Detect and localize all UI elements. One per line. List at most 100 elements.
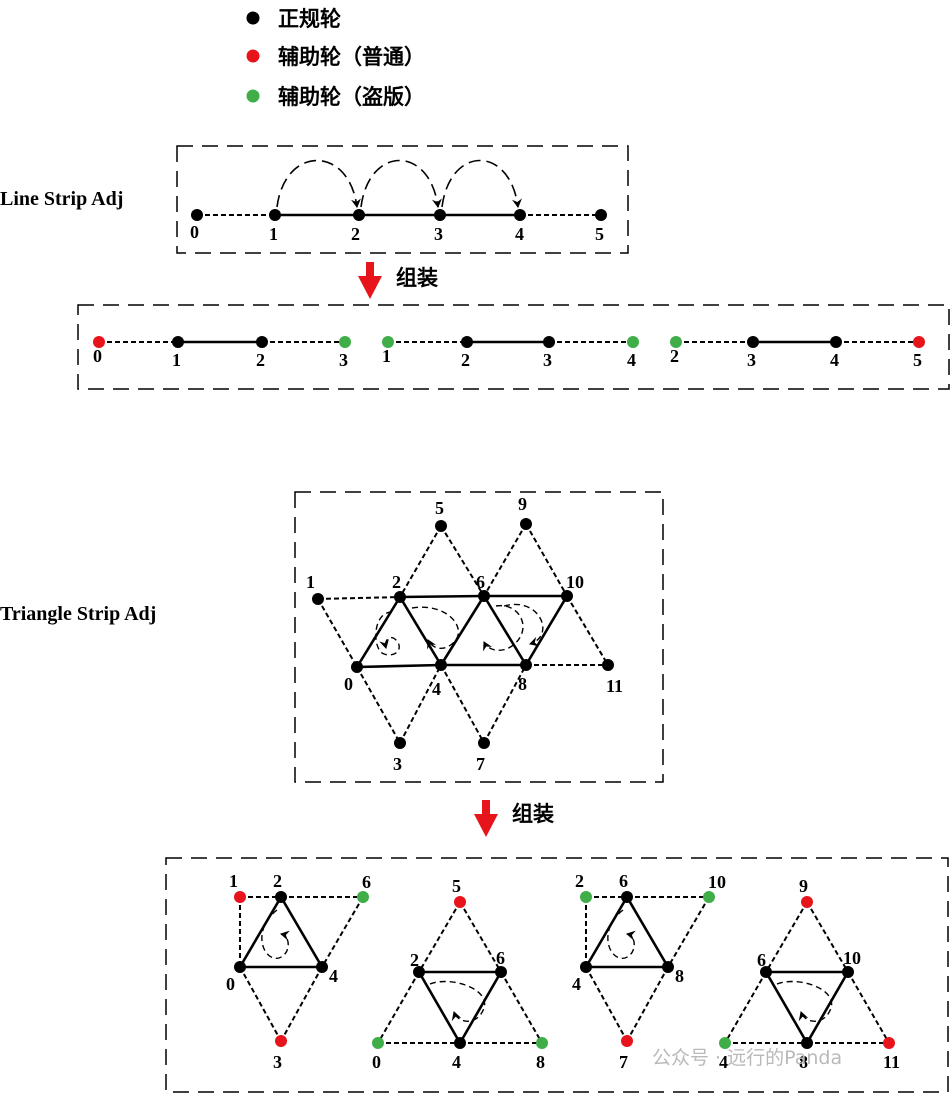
triangle-strip-output-vertex — [275, 1035, 287, 1047]
line-strip-vertex — [353, 209, 365, 221]
triangle-strip-output-edge-adjacent — [377, 971, 420, 1044]
triangle-strip-output-label: 8 — [799, 1052, 808, 1072]
line-strip-output-vertex — [382, 336, 394, 348]
triangle-strip-output-label: 4 — [719, 1052, 728, 1072]
triangle-strip-output-vertex — [275, 891, 287, 903]
triangle-strip-edge-main — [398, 596, 443, 666]
triangle-strip-output-winding-curve — [261, 909, 290, 959]
triangle-strip-winding-curve — [411, 606, 459, 650]
triangle-strip-vertex — [394, 591, 406, 603]
triangle-strip-output-label: 6 — [496, 948, 505, 968]
triangle-strip-output-vertex — [357, 891, 369, 903]
line-strip-output-label: 2 — [670, 346, 679, 366]
triangle-strip-vertex-label: 6 — [476, 572, 485, 592]
triangle-strip-output-label: 8 — [675, 966, 684, 986]
triangle-strip-edge-main — [355, 596, 402, 668]
legend: 正规轮 辅助轮（普通） 辅助轮（盗版） — [246, 7, 425, 109]
triangle-strip-edge-main — [524, 595, 569, 666]
line-strip-output-vertex — [461, 336, 473, 348]
triangle-strip-output-label: 3 — [273, 1052, 282, 1072]
line-strip-output-label: 2 — [461, 350, 470, 370]
triangle-strip-output-label: 11 — [883, 1052, 900, 1072]
triangle-strip-vertex — [312, 593, 324, 605]
line-strip-vertex-label: 2 — [351, 224, 360, 244]
triangle-strip-output-edge-main — [238, 896, 283, 968]
triangle-strip-output-vertex — [883, 1037, 895, 1049]
line-strip-output-vertex — [339, 336, 351, 348]
triangle-strip-input-frame — [294, 491, 664, 783]
triangle-strip-vertex — [351, 661, 363, 673]
triangle-strip-vertex-label: 10 — [566, 572, 584, 592]
triangle-strip-winding-curves — [375, 603, 544, 656]
triangle-strip-output-vertex — [495, 966, 507, 978]
watermark: 公众号 · 远行的Panda — [652, 1047, 842, 1069]
triangle-strip-edge-adjacent — [399, 525, 442, 598]
triangle-strip-output-label: 0 — [226, 974, 235, 994]
triangle-strip-edge-adjacent — [483, 664, 527, 744]
triangle-strip-output-edge-adjacent — [847, 971, 890, 1044]
assemble-label-2: 组装 — [512, 802, 554, 826]
legend-dot-adjacent-pirated — [246, 89, 260, 103]
triangle-strip-edge-main — [399, 594, 485, 599]
triangle-strip-output-vertex — [536, 1037, 548, 1049]
triangle-strip-vertex-label: 0 — [344, 674, 353, 694]
triangle-strip-vertex-label: 7 — [476, 754, 485, 774]
triangle-strip-edge-adjacent — [399, 664, 442, 744]
triangle-strip-vertex — [602, 659, 614, 671]
triangle-strip-output-edge-adjacent — [667, 896, 710, 968]
triangle-strip-output-vertex — [580, 891, 592, 903]
line-strip-output-label: 2 — [256, 350, 265, 370]
triangle-strip-edge-main — [439, 595, 486, 666]
triangle-strip-vertex-label: 8 — [518, 674, 527, 694]
triangle-strip-winding-curve — [503, 603, 544, 647]
triangle-strip-output-edge-adjacent — [321, 896, 364, 968]
triangle-strip-output-label: 4 — [452, 1052, 461, 1072]
triangle-strip-output-edge-adjacent — [418, 901, 461, 973]
line-strip-output-label: 5 — [913, 350, 922, 370]
triangle-strip-output-vertex — [801, 1037, 813, 1049]
triangle-strip-output-winding-curve — [607, 909, 636, 959]
triangle-strip-output-edge-main — [805, 971, 850, 1044]
triangle-strip-output-edge-adjacent — [280, 966, 323, 1042]
triangle-strip-output-edge-main — [764, 971, 809, 1044]
triangle-strip-output-vertex — [234, 961, 246, 973]
line-strip-output-label: 1 — [172, 350, 181, 370]
triangle-strip-edge-adjacent — [317, 596, 401, 600]
triangle-strip-output-edge-main — [279, 896, 324, 968]
triangle-strip-output-label: 9 — [799, 876, 808, 896]
triangle-strip-output-edge-adjacent — [724, 971, 767, 1044]
line-strip-vertex — [269, 209, 281, 221]
line-strip-output-label: 0 — [93, 346, 102, 366]
line-strip-input-frame — [176, 145, 629, 254]
assemble-arrow-2-head — [474, 814, 498, 837]
triangle-strip-output-label: 5 — [452, 876, 461, 896]
assemble-arrow-1: 组装 — [358, 262, 438, 299]
triangle-strip-output-vertex — [316, 961, 328, 973]
line-strip-order-arc — [360, 159, 442, 208]
triangle-strip-output-vertex — [621, 1035, 633, 1047]
line-strip-vertex-label: 1 — [269, 224, 278, 244]
triangle-strip-vertex-label: 3 — [393, 754, 402, 774]
triangle-strip-vertex-label: 1 — [306, 572, 315, 592]
triangle-strip-output-vertex — [801, 896, 813, 908]
line-strip-arcs — [276, 159, 522, 208]
triangle-strip-output-label: 6 — [619, 871, 628, 891]
triangle-strip-edge-adjacent — [525, 523, 568, 597]
line-strip-output-vertex — [172, 336, 184, 348]
legend-dot-regular — [246, 11, 260, 25]
triangle-strip-output-edge-adjacent — [239, 966, 282, 1042]
triangle-strip-winding-curve — [483, 605, 524, 652]
triangle-strip-output-label: 8 — [536, 1052, 545, 1072]
triangle-strip-edge-main — [356, 663, 442, 669]
triangle-strip-vertex — [435, 659, 447, 671]
triangle-strip-output-edge-main — [458, 971, 503, 1044]
line-strip-vertex — [514, 209, 526, 221]
triangle-strip-output-label: 2 — [410, 950, 419, 970]
line-strip-output-label: 1 — [382, 346, 391, 366]
triangle-strip-vertex — [478, 590, 490, 602]
line-strip-output-label: 3 — [339, 350, 348, 370]
triangle-strip-output-edge-main — [625, 896, 670, 968]
